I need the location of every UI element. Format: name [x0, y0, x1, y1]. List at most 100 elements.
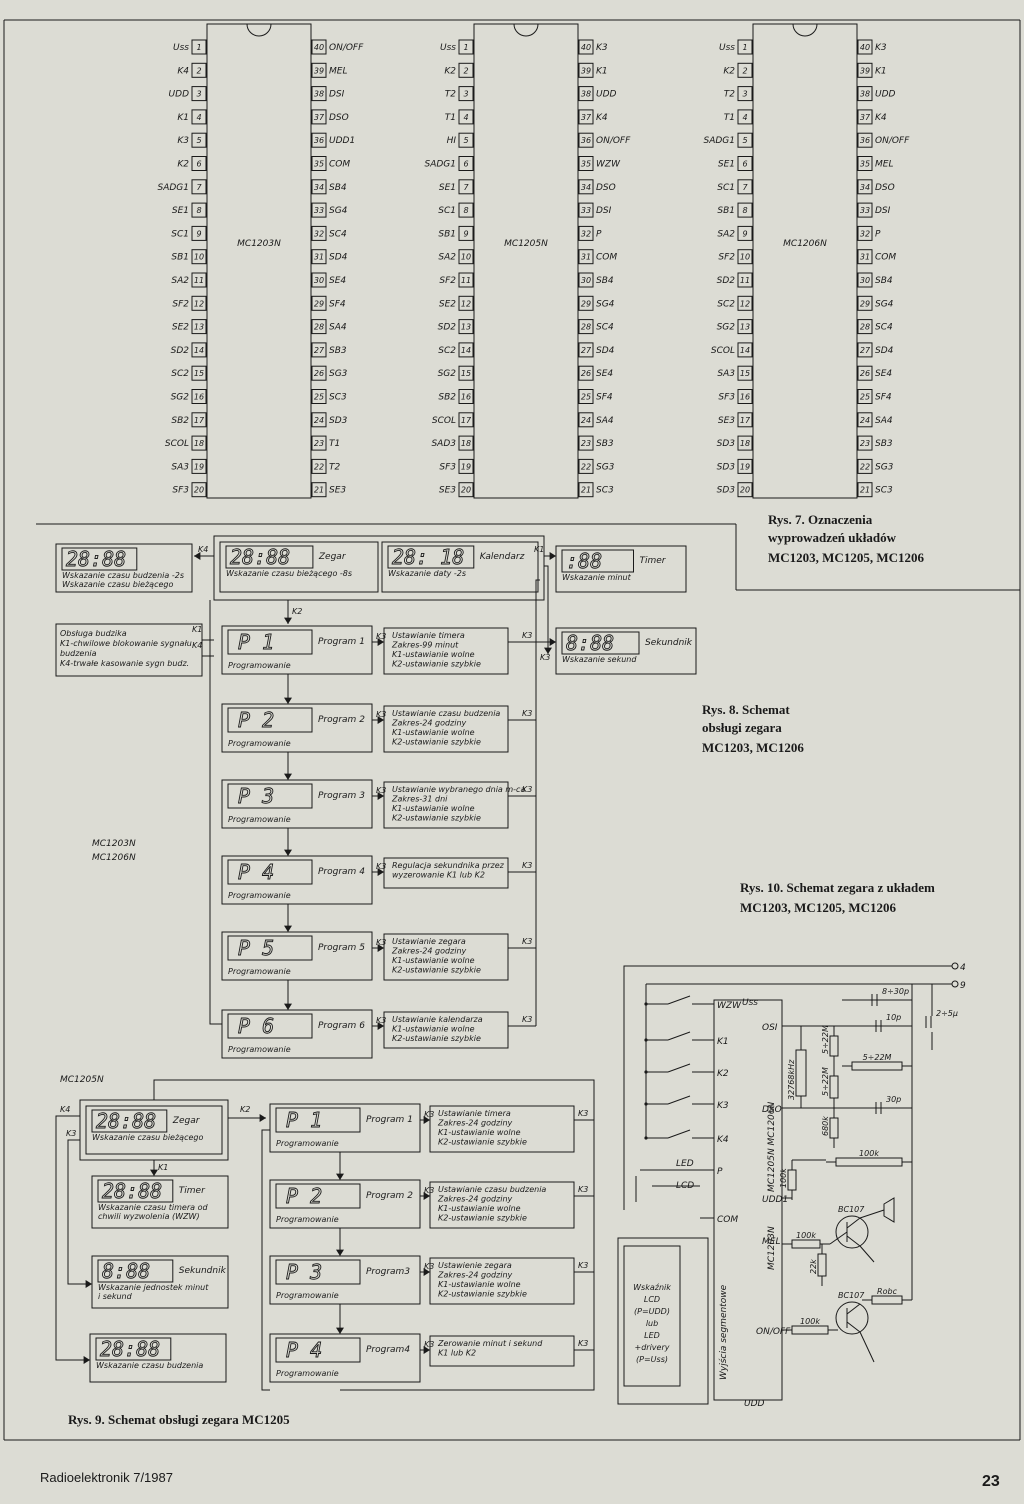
key-label-k3: K3	[66, 1129, 76, 1138]
pin-label-left: K2	[177, 160, 189, 170]
pin-number: 3	[742, 90, 747, 99]
pin-box-left	[458, 365, 474, 381]
pin-number: 33	[314, 206, 324, 215]
pin-label-right: MEL	[329, 66, 347, 76]
footer-page-number: 23	[982, 1473, 1000, 1490]
pin-number: 24	[581, 416, 591, 425]
arrow-head	[259, 1114, 266, 1122]
pin-label-right: SC3	[329, 393, 347, 403]
pin-box-right	[578, 389, 594, 404]
pin-number: 32	[581, 229, 591, 238]
program-digits: P 4	[238, 860, 274, 884]
fig8-caption-3: MC1203, MC1206	[702, 740, 804, 755]
key-label-k3: K3	[376, 1016, 386, 1025]
pin-number: 8	[196, 206, 201, 215]
resistor-r2	[829, 1075, 839, 1099]
pin-label-left: SE3	[718, 416, 735, 426]
pin-number: 16	[740, 393, 750, 402]
pin-number: 27	[314, 346, 325, 355]
pin-label-right: K3	[596, 43, 608, 53]
pin-box-left	[458, 319, 474, 335]
pin-label-left: SE2	[172, 323, 189, 333]
pin-label-right: SC4	[329, 229, 347, 239]
pin-box-right	[857, 412, 873, 428]
pin-box-right	[311, 389, 327, 404]
program-description-line: K1 lub K2	[438, 1349, 476, 1358]
display-digits: 8:88	[102, 1259, 150, 1283]
display-frame	[91, 1255, 229, 1309]
arrow-head	[150, 1169, 158, 1176]
pin-number: 21	[314, 486, 324, 495]
pin-box-right	[578, 109, 594, 125]
key-label-k3: K3	[376, 938, 386, 947]
program-description-box	[429, 1105, 575, 1153]
key-label-k4: K4	[192, 641, 202, 650]
program-description-box	[383, 627, 509, 675]
pin-number: 27	[581, 346, 592, 355]
pin-number: 23	[860, 439, 870, 448]
pin-number: 14	[194, 346, 204, 355]
fig9-loop-bus	[261, 1129, 270, 1391]
arrow-head	[284, 697, 292, 704]
pin-number: 28	[581, 323, 591, 332]
pin-label-right: COM	[875, 253, 896, 263]
program-digits-window	[275, 1183, 361, 1209]
resistor-r7	[791, 1325, 829, 1335]
key-label-k3: K3	[376, 786, 386, 795]
program-mode: Programowanie	[276, 1291, 339, 1300]
program-description-box	[383, 1011, 509, 1049]
pin-box-left	[737, 458, 753, 474]
display-frame	[85, 1105, 223, 1155]
pin-label-right: SG4	[875, 299, 894, 309]
arrow-head	[284, 1003, 292, 1010]
terminal-9-label: 9	[960, 981, 966, 991]
pin-number: 15	[194, 369, 204, 378]
pin-box-right	[578, 225, 594, 241]
pin-label-right: SB4	[329, 183, 347, 193]
display-digits: 28:88	[100, 1337, 160, 1361]
key-label-k3: K3	[424, 1186, 434, 1195]
pin-label-left: SADG1	[704, 136, 736, 146]
program-mode: Programowanie	[228, 967, 291, 976]
pin-number: 2	[463, 66, 468, 75]
pin-box-left	[458, 295, 474, 311]
program-digits: P 3	[286, 1260, 322, 1284]
pin-label-left: SCOL	[711, 346, 735, 356]
pin-label-right: UDD	[875, 90, 896, 100]
key-label-k3: K3	[540, 653, 550, 662]
fig8-caption-2: obsługi zegara	[702, 720, 782, 735]
pin-label-left: SE1	[172, 206, 189, 216]
pin-box-left	[191, 109, 207, 125]
pin-box-left	[191, 225, 207, 241]
arrow-head	[284, 773, 292, 780]
pin-number: 31	[314, 253, 324, 262]
program-description-line: Ustawienie zegara	[438, 1261, 512, 1270]
pin-label-left: K1	[177, 113, 189, 123]
pin-box-left	[191, 272, 207, 288]
wire	[544, 565, 549, 654]
pin-box-right	[311, 225, 327, 241]
display-note: chwili wyzwolenia (WZW)	[98, 1212, 200, 1221]
pin-label-left: SCOL	[432, 416, 456, 426]
program-name: Program 2	[366, 1191, 413, 1201]
pin-number: 1	[742, 43, 747, 52]
resistor-r5-label: 100k	[859, 1149, 879, 1158]
pin-number: 12	[194, 299, 204, 308]
program-digits-window	[227, 783, 313, 809]
pin-box-right	[857, 458, 873, 474]
fig7-caption-3: MC1203, MC1205, MC1206	[768, 550, 924, 565]
program-description-line: Ustawianie czasu budzenia	[438, 1185, 546, 1194]
wire	[859, 1209, 885, 1219]
rail-4	[623, 965, 952, 1136]
pin-label-left: SB1	[717, 206, 735, 216]
pin-number: 7	[463, 183, 469, 192]
pin-box-left	[737, 202, 753, 218]
pin-box-left	[458, 435, 474, 451]
pin-number: 16	[194, 393, 204, 402]
ic-pin-udd1: UDD1	[762, 1195, 788, 1205]
pin-box-left	[458, 109, 474, 125]
